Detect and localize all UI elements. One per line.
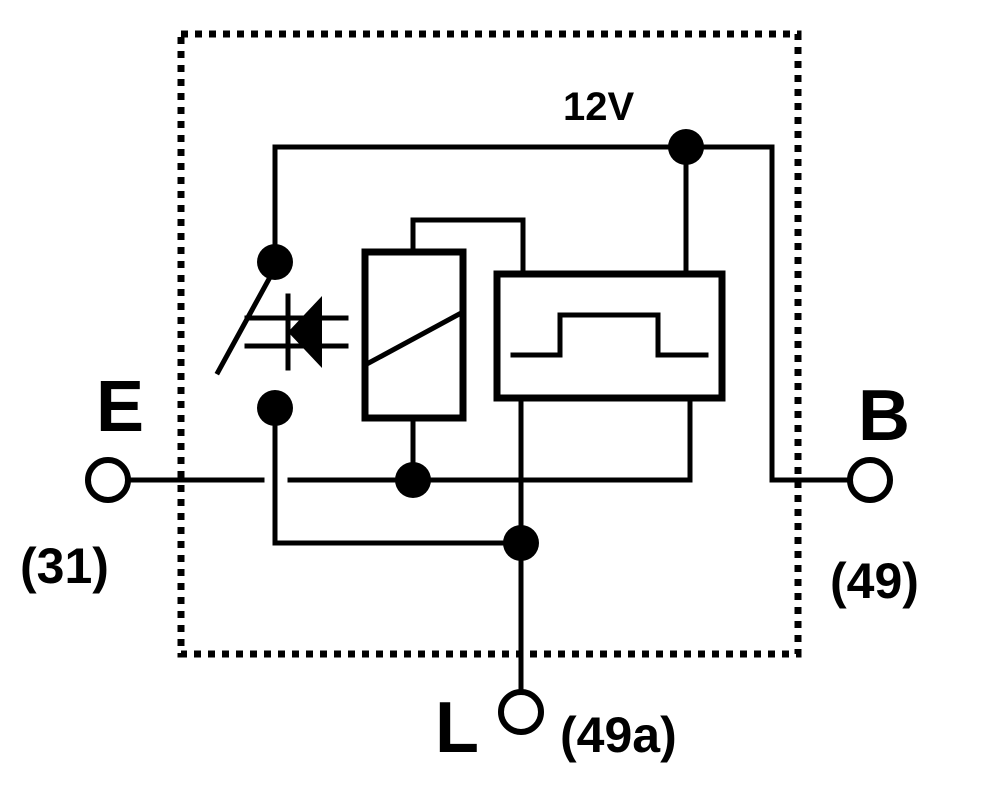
terminal-e-letter: E [96,367,144,447]
terminal-l-code: (49a) [560,707,677,763]
terminal-l-letter: L [435,688,479,768]
terminal-e-code: (31) [20,538,109,594]
terminal-b [847,457,893,503]
coil-top-wire [410,217,526,277]
terminal-l [498,689,544,735]
terminal-b-code: (49) [830,553,919,609]
junction-coil-ground [395,462,431,498]
supply-bus-wire [272,144,851,483]
switch-lower-contact [257,390,293,426]
supply-voltage-label: 12V [563,85,634,129]
junction-12v [668,129,704,165]
timer-module [493,270,726,402]
terminal-b-letter: B [858,376,910,456]
switch-lower-wire [272,405,524,546]
coil-diagonal [361,308,467,369]
junction-l-line [503,525,539,561]
terminal-e [85,457,131,503]
dotted-enclosure [177,30,802,658]
led-symbol [244,293,349,371]
switch-upper-contact [257,244,293,280]
pulse-waveform [510,312,709,358]
relay-coil [361,248,467,422]
